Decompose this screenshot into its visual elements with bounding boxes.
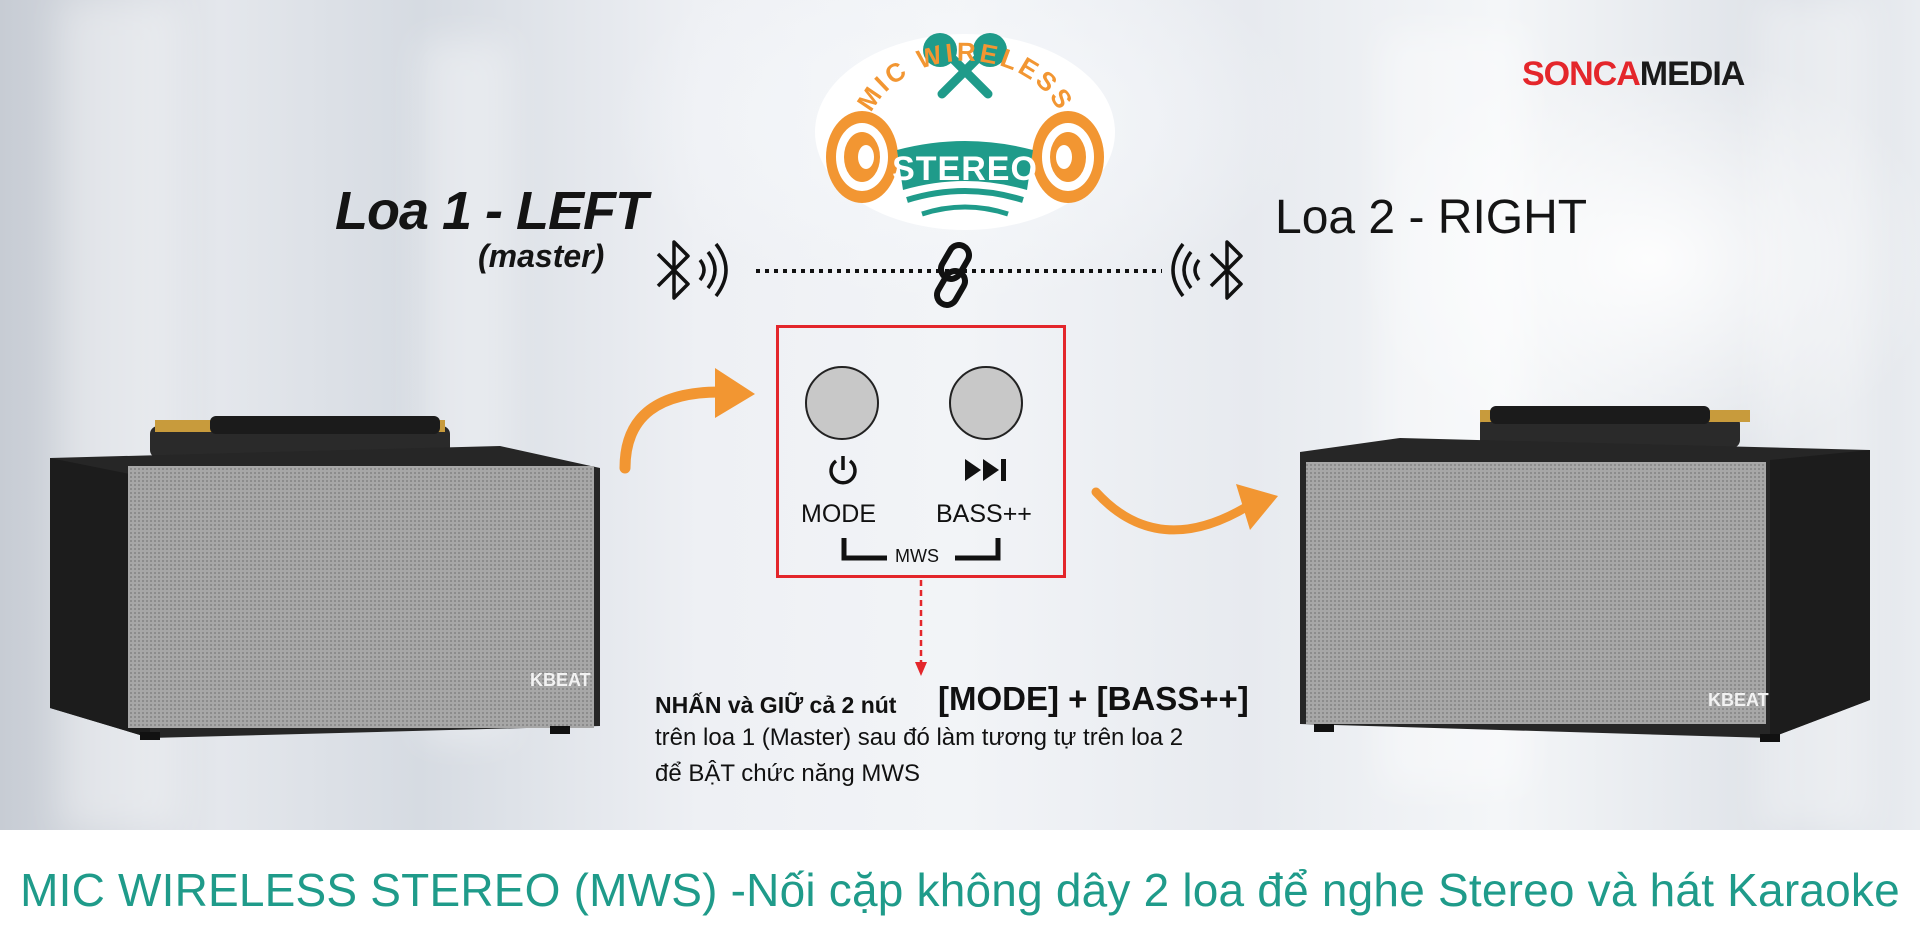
bluetooth-icon: [1171, 240, 1243, 300]
red-dashed-arrow: [915, 580, 927, 676]
link-icon: [934, 242, 972, 308]
instruction-line2: trên loa 1 (Master) sau đó làm tương tự …: [655, 724, 1184, 751]
footer-banner: MIC WIRELESS STEREO (MWS) -Nối cặp không…: [0, 830, 1920, 950]
brand-part1: SONCA: [1522, 55, 1641, 93]
mode-label: MODE: [801, 500, 876, 528]
mws-bracket: [841, 538, 1001, 561]
speaker-left-subtitle: (master): [478, 238, 605, 274]
mws-label: MWS: [895, 546, 939, 566]
speaker-right-title: Loa 2 - RIGHT: [1275, 191, 1588, 244]
control-panel-callout: MODE BASS++ MWS: [776, 325, 1066, 578]
instruction-line1: NHẤN và GIỮ cả 2 nút: [655, 692, 897, 718]
instruction-buttons: [MODE] + [BASS++]: [938, 680, 1249, 717]
speaker-cone-left-icon: [826, 111, 898, 203]
speaker-cone-right-icon: [1032, 111, 1104, 203]
speaker-left-title: Loa 1 - LEFT: [335, 181, 648, 241]
instruction-line3: để BẬT chức năng MWS: [655, 760, 921, 787]
speaker-left-image: KBEAT: [50, 416, 600, 740]
arrow-to-right-speaker-icon: [1091, 484, 1278, 535]
arrow-to-panel-icon: [619, 368, 755, 474]
footer-title: MIC WIRELESS STEREO (MWS) -Nối cặp không…: [20, 864, 1900, 916]
bluetooth-icon: [656, 240, 728, 300]
brand-part2: MEDIA: [1639, 55, 1746, 93]
logo-stereo-text: STEREO: [892, 150, 1038, 188]
mode-knob[interactable]: [805, 366, 879, 440]
bass-label: BASS++: [936, 500, 1032, 528]
brand-logo: SONCAMEDIA: [1522, 55, 1746, 94]
bass-knob[interactable]: [949, 366, 1023, 440]
speaker-right-badge: KBEAT: [1708, 690, 1769, 710]
mic-wireless-stereo-logo: MIC WIRELESS STEREO: [815, 33, 1115, 230]
speaker-left-badge: KBEAT: [530, 670, 591, 690]
skip-forward-icon: [965, 459, 1006, 481]
speaker-right-image: KBEAT: [1300, 406, 1870, 742]
crossed-microphones-icon: [923, 33, 1007, 99]
power-icon: [829, 456, 857, 485]
